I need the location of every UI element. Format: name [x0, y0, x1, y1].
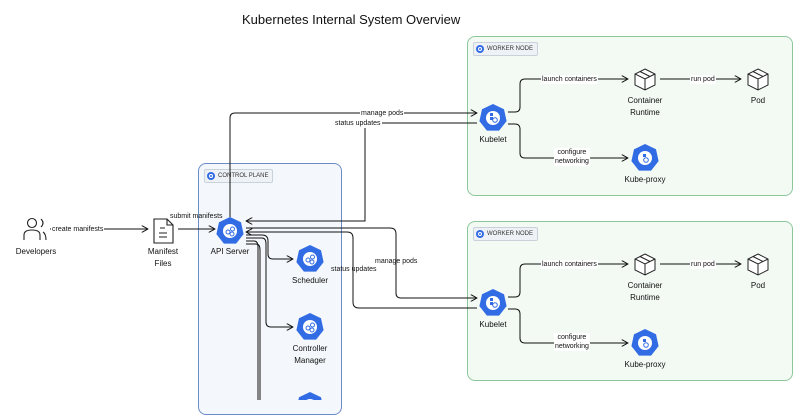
pod-icon	[747, 253, 769, 276]
configure-line: configure	[557, 334, 587, 341]
edge-launch-containers-2	[508, 264, 628, 298]
kube-proxy-icon	[631, 329, 659, 356]
edge-label-launch-containers-2: launch containers	[541, 260, 598, 269]
diagram-edges	[23, 68, 769, 400]
edge-manage-pods-1	[229, 113, 477, 217]
container-runtime-icon	[634, 68, 656, 91]
developers-label: Developers	[15, 247, 57, 256]
worker-node-group-1: WORKER NODE	[467, 36, 793, 196]
scheduler-label: Scheduler	[291, 276, 329, 285]
networking-line: networking	[555, 158, 589, 165]
kube-proxy-label-1: Kube-proxy	[624, 175, 666, 184]
edge-label-status-updates-1: status updates	[334, 119, 382, 128]
kubelet-label-1: Kubelet	[479, 135, 507, 144]
container-runtime-line2: Runtime	[630, 293, 660, 302]
edge-status-updates-2	[246, 232, 477, 309]
edge-api-down-2	[246, 243, 261, 400]
kubernetes-logo-icon	[207, 172, 215, 180]
pod-label-1: Pod	[750, 96, 766, 105]
configure-line: configure	[557, 149, 587, 156]
edge-label-status-updates-2: status updates	[331, 266, 377, 273]
worker-node-tag-2: WORKER NODE	[473, 227, 539, 241]
container-runtime-line2: Runtime	[630, 108, 660, 117]
edge-api-controller-manager	[246, 237, 293, 327]
edge-api-scheduler	[246, 234, 293, 259]
edge-status-updates-1	[246, 122, 477, 221]
edge-label-launch-containers-1: launch containers	[541, 75, 598, 84]
controller-manager-label: Controller Manager	[293, 343, 328, 367]
manifest-files-label: Manifest Files	[148, 246, 178, 270]
edge-label-run-pod-2: run pod	[690, 260, 716, 269]
edge-configure-networking-2	[508, 308, 628, 343]
edge-label-submit-manifests: submit manifests	[170, 213, 223, 220]
edge-label-manage-pods-1: manage pods	[360, 109, 405, 118]
control-plane-group: CONTROL PLANE	[198, 163, 342, 415]
controller-manager-line2: Manager	[294, 356, 326, 365]
kubernetes-component-icon	[296, 392, 324, 400]
worker-node-tag-1: WORKER NODE	[473, 42, 539, 56]
kubelet-icon	[479, 289, 507, 316]
manifest-label-line1: Manifest	[147, 247, 179, 256]
container-runtime-line1: Container	[627, 96, 663, 105]
kube-proxy-label-2: Kube-proxy	[624, 360, 666, 369]
diagram-canvas: Kubernetes Internal System Overview CONT…	[15, 12, 793, 415]
kubelet-icon	[479, 104, 507, 131]
edge-api-down-1	[246, 240, 259, 400]
networking-line: networking	[555, 343, 589, 350]
edge-manage-pods-2	[246, 227, 477, 298]
container-runtime-line1: Container	[627, 281, 663, 290]
edge-label-configure-networking-1: configure networking	[554, 148, 590, 166]
container-runtime-icon	[634, 253, 656, 276]
edge-label-manage-pods-2: manage pods	[375, 258, 418, 265]
kubernetes-logo-icon	[476, 230, 484, 238]
kube-proxy-icon	[631, 144, 659, 171]
container-runtime-label-2: Container Runtime	[628, 280, 663, 304]
kubernetes-controller-manager-icon	[296, 313, 324, 340]
container-runtime-label-1: Container Runtime	[628, 95, 663, 119]
control-plane-tag-label: CONTROL PLANE	[218, 173, 269, 179]
document-icon	[153, 218, 174, 244]
edge-label-create-manifests: create manifests	[51, 225, 105, 234]
pod-icon	[747, 68, 769, 91]
controller-manager-line1: Controller	[292, 344, 328, 353]
kubernetes-logo-icon	[476, 45, 484, 53]
diagram-title: Kubernetes Internal System Overview	[242, 12, 461, 27]
pod-label-2: Pod	[750, 281, 766, 290]
edge-launch-containers-1	[508, 79, 628, 113]
kubelet-label-2: Kubelet	[479, 320, 507, 329]
worker-node-tag-label-1: WORKER NODE	[487, 46, 534, 52]
edge-label-run-pod-1: run pod	[690, 75, 716, 84]
kubernetes-scheduler-icon	[296, 245, 324, 272]
edge-configure-networking-1	[508, 123, 628, 158]
worker-node-group-2: WORKER NODE	[467, 221, 793, 381]
control-plane-tag: CONTROL PLANE	[204, 169, 274, 183]
edge-label-configure-networking-2: configure networking	[554, 333, 590, 351]
users-icon	[23, 217, 47, 241]
manifest-label-line2: Files	[154, 259, 172, 268]
kubernetes-api-icon	[216, 217, 244, 244]
api-server-label: API Server	[210, 247, 250, 256]
worker-node-tag-label-2: WORKER NODE	[487, 231, 534, 237]
